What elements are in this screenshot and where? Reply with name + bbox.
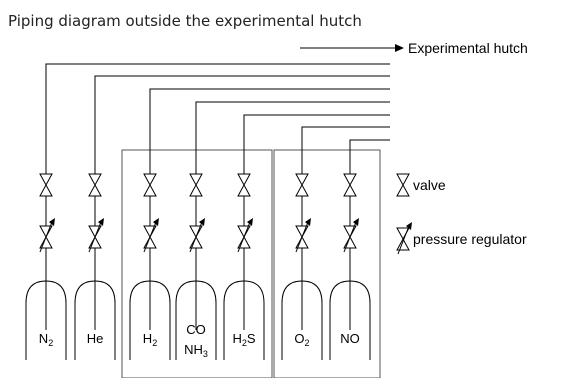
valve-icon — [189, 173, 203, 187]
cabinet-box-1 — [121, 149, 273, 378]
gas-cylinder-h2s — [223, 280, 265, 360]
cylinder-assembly-h2: H2 — [129, 173, 171, 360]
valve-icon — [343, 173, 357, 187]
regulator-arrow-line — [343, 221, 357, 253]
regulator-arrow-line — [397, 225, 410, 255]
cylinder-label-h2: H2 — [143, 331, 157, 348]
valve-icon-lower — [237, 183, 251, 197]
pipe-h2 — [149, 88, 390, 330]
regulator-arrow-head — [49, 218, 55, 226]
pipe-co-nh3 — [195, 101, 390, 330]
regulator-arrow-line — [88, 221, 102, 253]
cylinder-label-n2: N2 — [39, 331, 53, 348]
regulator-icon-lower — [396, 237, 410, 251]
valve-icon-lower — [88, 183, 102, 197]
regulator-arrow-head — [153, 218, 159, 226]
cylinder-label-co-nh3: NH3 — [184, 342, 208, 359]
pipe-n2 — [45, 63, 390, 330]
regulator-arrow-line — [237, 221, 251, 253]
diagram-title: Piping diagram outside the experimental … — [8, 12, 362, 30]
gas-cylinder-no — [329, 280, 371, 360]
pipe-no — [349, 139, 390, 330]
valve-icon-lower — [396, 183, 410, 197]
regulator-arrow-line — [143, 221, 157, 253]
legend-regulator: pressure regulator — [396, 222, 527, 255]
regulator-arrow-head — [247, 218, 253, 226]
legend-valve: valve — [396, 173, 446, 197]
cylinder-assembly-h2s: H2S — [223, 173, 265, 360]
cabinet-box-2 — [273, 149, 381, 378]
hutch-arrow-head — [395, 44, 404, 52]
valve-icon — [295, 173, 309, 187]
cylinder-label-line1: CO — [186, 322, 206, 337]
regulator-arrow-head — [199, 218, 205, 226]
pipe-h2s — [243, 114, 390, 330]
valve-icon-lower — [189, 183, 203, 197]
regulator-arrow-line — [39, 221, 53, 253]
gas-cylinder-co-nh3 — [175, 280, 217, 360]
gas-cylinder-n2 — [25, 280, 67, 360]
pipe-he — [94, 75, 390, 330]
legend-regulator-label: pressure regulator — [413, 231, 527, 247]
cylinder-assembly-no: NO — [329, 173, 371, 360]
valve-icon — [88, 173, 102, 187]
regulator-arrow-head — [98, 218, 104, 226]
regulator-arrow-line — [189, 221, 203, 253]
cylinder-assembly-he: He — [74, 173, 116, 360]
valve-icon — [237, 173, 251, 187]
cylinder-label-no: NO — [340, 331, 360, 346]
legend-valve-label: valve — [413, 177, 446, 193]
regulator-arrow-line — [295, 221, 309, 253]
regulator-arrow-head — [305, 218, 311, 226]
valve-icon-lower — [143, 183, 157, 197]
gas-cylinder-he — [74, 280, 116, 360]
valve-icon — [143, 173, 157, 187]
gas-cylinder-o2 — [281, 280, 323, 360]
valve-icon-lower — [343, 183, 357, 197]
gas-cylinder-h2 — [129, 280, 171, 360]
cylinder-label-he: He — [87, 331, 104, 346]
valve-icon — [39, 173, 53, 187]
cylinder-label-h2s: H2S — [232, 331, 255, 348]
cylinder-assembly-co-nh3: CO NH3 — [175, 173, 217, 360]
destination-label: Experimental hutch — [408, 40, 528, 56]
valve-icon-lower — [295, 183, 309, 197]
cylinder-label-o2: O2 — [294, 331, 309, 348]
cylinder-assembly-n2: N2 — [25, 173, 67, 360]
pipe-o2 — [301, 126, 390, 330]
regulator-arrow-head — [353, 218, 359, 226]
valve-icon-lower — [39, 183, 53, 197]
regulator-arrow-head — [406, 222, 412, 230]
valve-icon — [396, 173, 410, 187]
